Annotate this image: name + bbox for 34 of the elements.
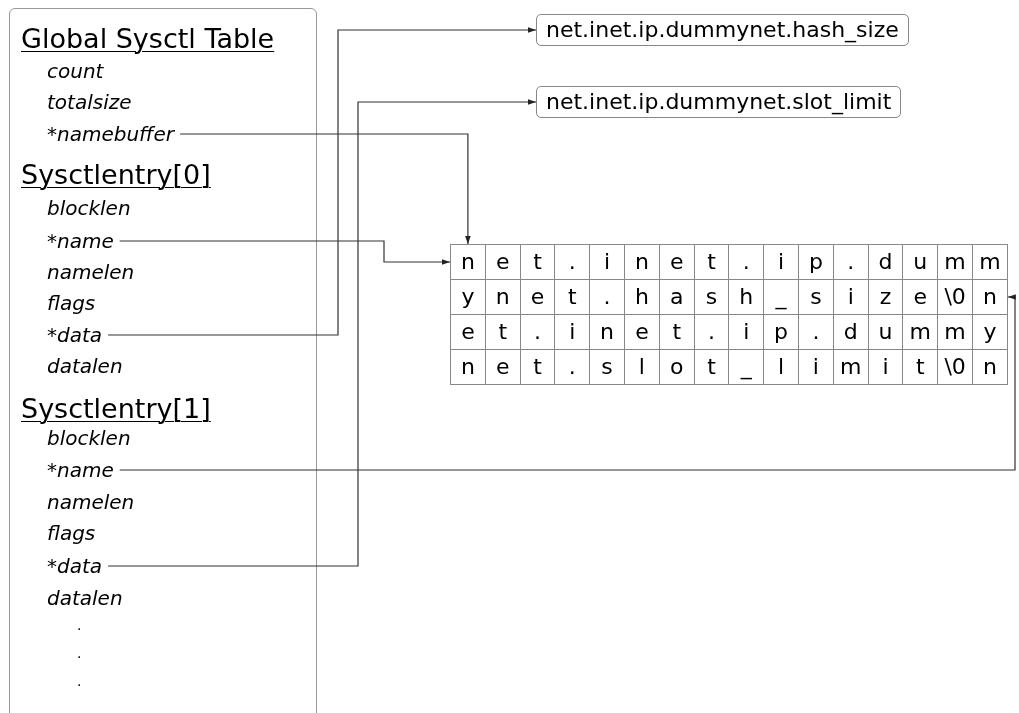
field-name: namelen: [47, 260, 141, 284]
field-name: *name: [47, 229, 120, 253]
sysctl-name-box: net.inet.ip.dummynet.slot_limit: [536, 86, 902, 118]
char-cell: n: [450, 349, 486, 385]
field-name: datalen: [47, 586, 129, 610]
char-buffer-grid: [450, 244, 1008, 385]
field-name: namelen: [47, 490, 141, 514]
field-name: blocklen: [47, 426, 137, 450]
table-panel: [9, 8, 317, 713]
field-name: flags: [47, 521, 102, 545]
char-cell: n: [972, 349, 1008, 385]
arrow: [107, 99, 537, 567]
arrow: [119, 294, 1016, 471]
arrow: [179, 133, 471, 245]
arrow: [107, 27, 537, 336]
field-name: count: [47, 59, 110, 83]
sysctl-name-box: net.inet.ip.dummynet.hash_size: [536, 14, 909, 46]
struct-heading: Sysctlentry[1]: [21, 393, 211, 425]
char-cell: m: [972, 244, 1008, 280]
field-name: *name: [47, 458, 120, 482]
char-cell: n: [450, 244, 486, 280]
field-name: *namebuffer: [47, 122, 181, 146]
struct-heading: Sysctlentry[0]: [21, 159, 211, 191]
arrow: [119, 240, 451, 265]
ellipsis-dot: .: [77, 645, 82, 661]
field-name: flags: [47, 291, 102, 315]
field-name: totalsize: [47, 90, 138, 114]
field-name: datalen: [47, 354, 129, 378]
struct-heading: Global Sysctl Table: [21, 23, 275, 55]
ellipsis-dot: .: [77, 617, 82, 633]
ellipsis-dot: .: [77, 673, 82, 689]
field-name: blocklen: [47, 196, 137, 220]
field-name: *data: [47, 323, 109, 347]
field-name: *data: [47, 554, 109, 578]
